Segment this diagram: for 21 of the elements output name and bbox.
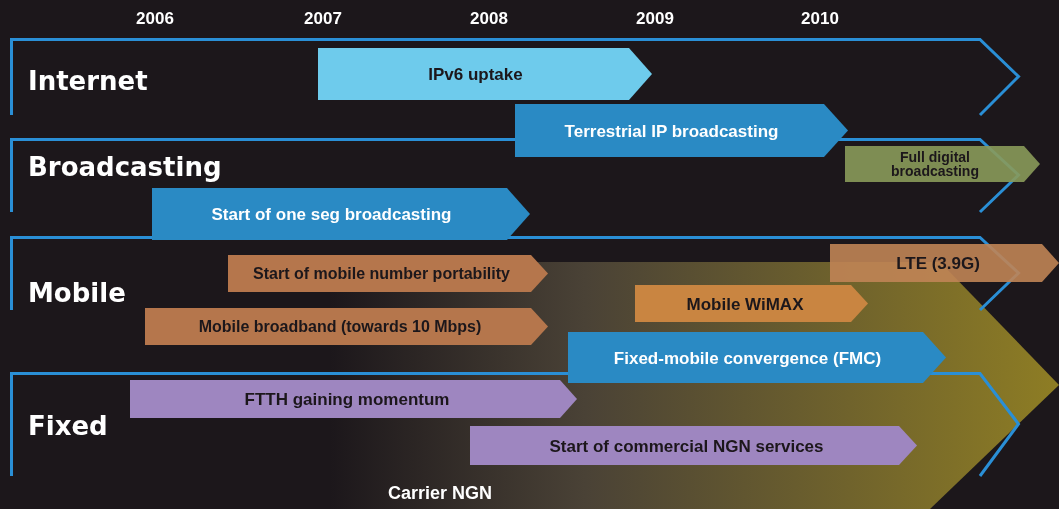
bar-label: Start of commercial NGN services [548, 437, 825, 454]
lane-label: Fixed [28, 411, 108, 441]
bar-label: Fixed-mobile convergence (FMC) [612, 349, 883, 366]
year-label: 2009 [635, 9, 675, 29]
lane-label: Internet [28, 66, 148, 96]
year-label: 2007 [303, 9, 343, 29]
bar-label: Mobile WiMAX [685, 295, 805, 312]
bar-label: IPv6 uptake [427, 65, 524, 83]
bar-label: Terrestrial IP broadcasting [563, 122, 780, 139]
lane-label: Broadcasting [28, 152, 222, 182]
bar-label: Full digital broadcasting [890, 150, 980, 178]
chevron-label: Carrier NGN [388, 483, 493, 504]
lane-label: Mobile [28, 278, 126, 308]
year-label: 2010 [800, 9, 840, 29]
bar-label: Start of mobile number portability [252, 265, 511, 282]
bar-label: FTTH gaining momentum [243, 390, 451, 408]
bar-label: LTE (3.9G) [895, 254, 981, 272]
bar-label: Mobile broadband (towards 10 Mbps) [197, 318, 483, 335]
bar-label: Start of one seg broadcasting [210, 205, 453, 223]
year-label: 2006 [135, 9, 175, 29]
year-label: 2008 [469, 9, 509, 29]
